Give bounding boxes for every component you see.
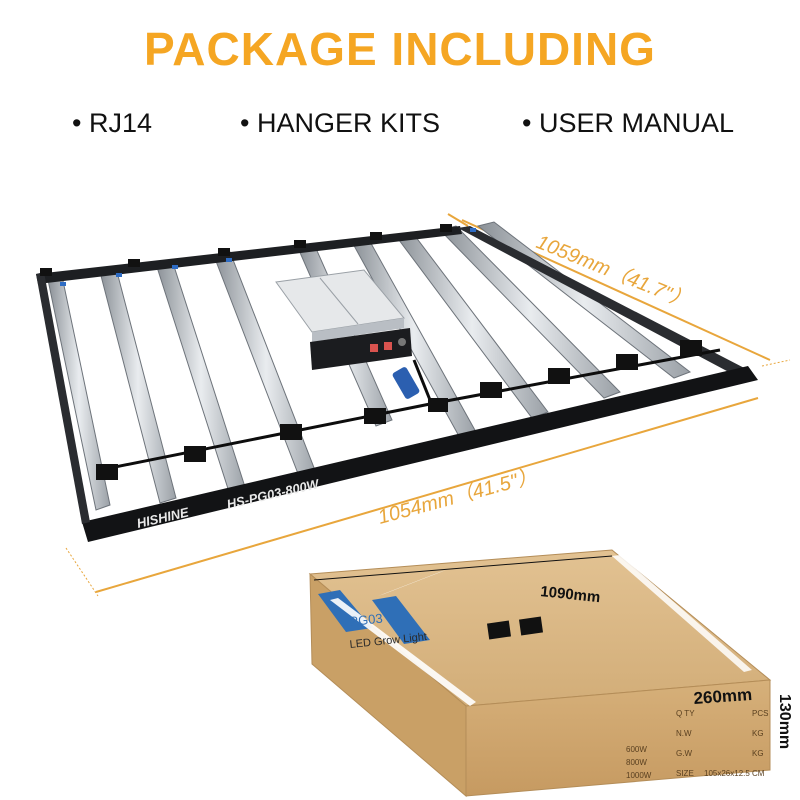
spec-unit-kg-2: KG bbox=[752, 749, 764, 758]
watt-option-1000: 1000W bbox=[626, 771, 652, 780]
spec-row-nw: N.W bbox=[676, 729, 692, 738]
front-rail bbox=[82, 366, 758, 542]
shipping-box: PG03 LED Grow Light Q TY N.W G.W SIZE PC… bbox=[308, 549, 793, 798]
box-strap-band bbox=[372, 596, 430, 644]
box-logo bbox=[486, 620, 512, 640]
spec-unit-pcs: PCS bbox=[752, 709, 768, 718]
box-width-label: 260mm bbox=[693, 685, 753, 708]
box-series-label: PG03 bbox=[349, 611, 384, 629]
light-fixture: HISHINE HS-PG03-800W bbox=[36, 221, 758, 542]
box-length-label: 1090mm bbox=[540, 583, 601, 606]
back-rail bbox=[36, 226, 462, 284]
box-spec-table: Q TY N.W G.W SIZE PCS KG KG CM 105x26x12… bbox=[626, 709, 768, 780]
box-strap-white-2 bbox=[378, 570, 446, 596]
controller-box bbox=[310, 328, 412, 370]
page-title: PACKAGE INCLUDING bbox=[144, 23, 656, 75]
spec-size-value: 105x26x12.5 bbox=[704, 769, 750, 778]
watt-option-600: 600W bbox=[626, 745, 647, 754]
driver-units bbox=[275, 269, 412, 370]
hanger-clips bbox=[40, 224, 452, 276]
spec-row-size: SIZE bbox=[676, 769, 694, 778]
blue-led-accents bbox=[60, 228, 476, 286]
box-strap-white bbox=[330, 598, 476, 706]
left-rail bbox=[36, 272, 90, 524]
width-label: 1054mm（41.5"） bbox=[375, 464, 539, 529]
spec-unit-kg: KG bbox=[752, 729, 764, 738]
spec-unit-cm: CM bbox=[752, 769, 765, 778]
list-item-user-manual: • USER MANUAL bbox=[522, 108, 734, 138]
spec-row-gw: G.W bbox=[676, 749, 692, 758]
box-logo-2 bbox=[518, 616, 544, 636]
box-height-label: 130mm bbox=[776, 694, 793, 749]
watt-option-800: 800W bbox=[626, 758, 647, 767]
list-item-rj14: • RJ14 bbox=[72, 108, 152, 138]
bar-connectors bbox=[96, 340, 702, 480]
side-rail bbox=[458, 226, 752, 378]
package-contents-list: • RJ14 • HANGER KITS • USER MANUAL bbox=[0, 108, 800, 144]
blue-connector bbox=[392, 367, 420, 399]
list-item-hanger-kits: • HANGER KITS bbox=[240, 108, 440, 138]
spec-row-qty: Q TY bbox=[676, 709, 695, 718]
